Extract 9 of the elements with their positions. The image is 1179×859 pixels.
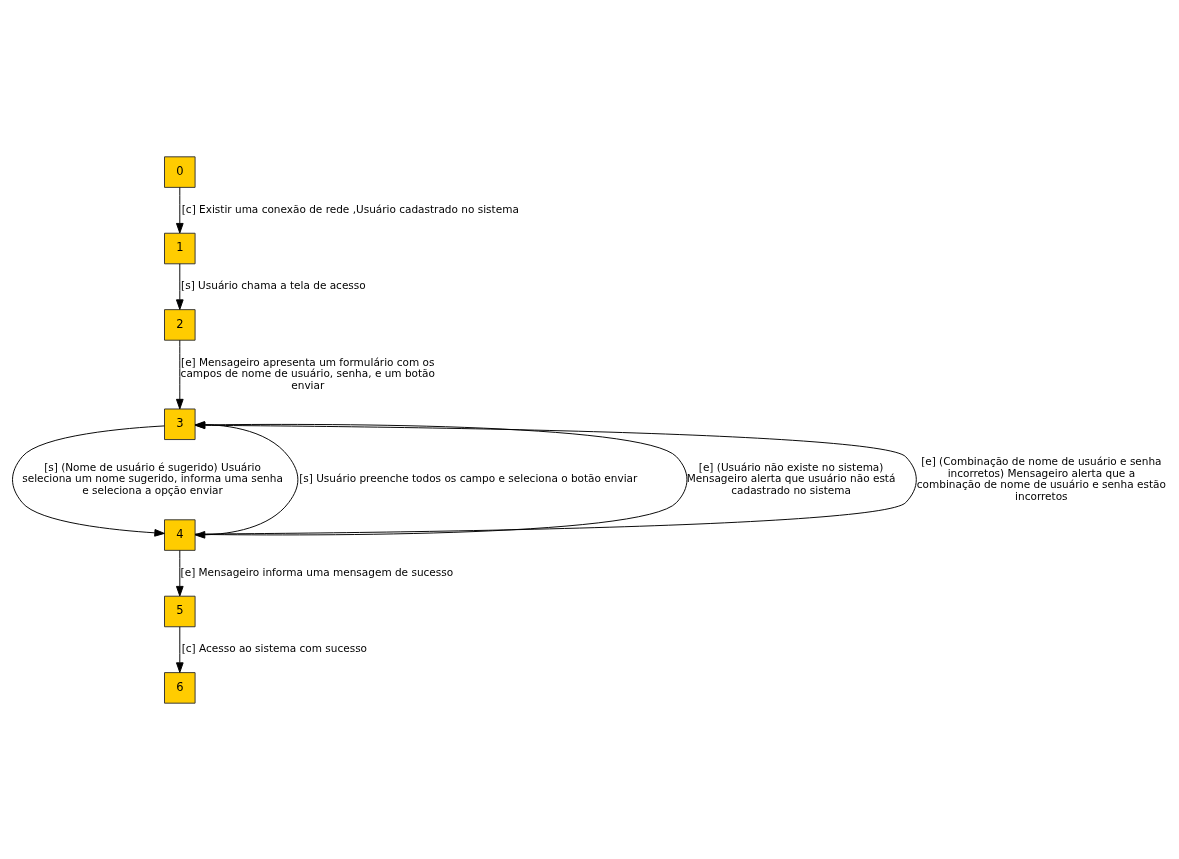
edge-label: [c] Acesso ao sistema com sucesso	[181, 641, 368, 654]
edge-label: [e] (Usuário não existe no sistema) Mensageiro alerta que usuário não está cadastrado no sistema	[686, 460, 896, 496]
edge-label: [s] Usuário chama a tela de acesso	[181, 278, 366, 291]
edge-label: [s] Usuário preenche todos os campo e seleciona o botão enviar	[299, 471, 638, 484]
edge-label: [s] (Nome de usuário é sugerido) Usuário seleciona um nome sugerido, informa uma senha e seleciona a opção enviar	[22, 460, 283, 496]
edge-label: [e] Mensageiro apresenta um formulário com os campos de nome de usuário, senha, e um botão enviar	[180, 355, 435, 391]
edge-label: [e] (Combinação de nome de usuário e senha incorretos) Mensageiro alerta que a combinação de nome de usuário e senha estão incorretos	[916, 454, 1166, 502]
edge-label: [e] Mensageiro informa uma mensagem de sucesso	[180, 565, 454, 578]
edge-label: [c] Existir uma conexão de rede ,Usuário cadastrado no sistema	[181, 202, 519, 215]
